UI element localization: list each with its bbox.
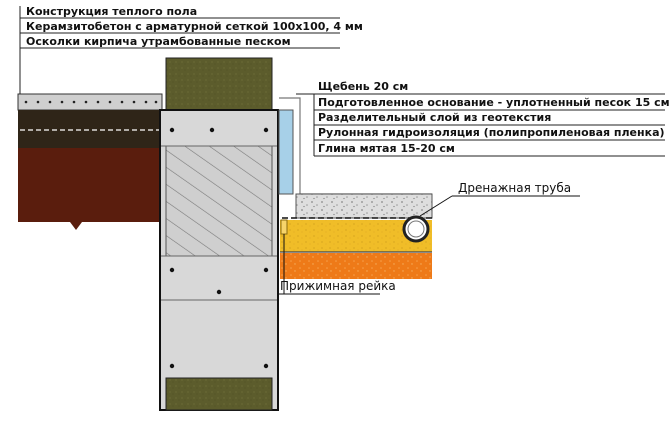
gravel-layer <box>295 193 433 219</box>
drain-callout: Дренажная труба <box>419 181 580 217</box>
floor-layers <box>17 93 163 230</box>
right-label-waterproofing: Рулонная гидроизоляция (полипропиленовая… <box>318 126 665 139</box>
drainage-layers <box>278 97 433 279</box>
clamp-callout: Прижимная рейка <box>278 234 396 295</box>
foundation-wall <box>159 57 279 411</box>
left-label-warm-floor: Конструкция теплого пола <box>26 5 197 18</box>
left-label-brick-shards: Осколки кирпича утрамбованные песком <box>26 35 291 48</box>
brick-shards-layer <box>18 148 162 230</box>
wall-top-insulation <box>165 57 273 111</box>
right-label-geotextile: Разделительный слой из геотекстия <box>318 111 551 124</box>
warm-floor-dots <box>24 100 158 104</box>
left-label-block: Конструкция теплого пола Керамзитобетон … <box>19 5 363 94</box>
warm-floor-layer <box>17 93 163 111</box>
left-label-keramzit-concrete: Керамзитобетон с арматурной сеткой 100х1… <box>26 20 363 33</box>
right-label-block: Щебень 20 см Подготовленное основание - … <box>296 80 670 157</box>
right-label-gravel: Щебень 20 см <box>318 80 408 93</box>
drain-pipe-label: Дренажная труба <box>458 181 571 195</box>
keramzit-concrete-layer <box>18 110 162 148</box>
right-label-clay: Глина мятая 15-20 см <box>318 142 455 155</box>
right-label-sand-base: Подготовленное основание - уплотненный п… <box>318 96 670 109</box>
waterproofing-strip <box>278 109 294 195</box>
clamp-bar-label: Прижимная рейка <box>280 279 396 293</box>
wall-rebar-dots <box>169 127 269 369</box>
wall-bottom-insulation <box>165 377 273 411</box>
wall-hatched-block <box>165 145 273 257</box>
clamp-bar <box>280 219 288 235</box>
clay-layer <box>280 253 432 279</box>
